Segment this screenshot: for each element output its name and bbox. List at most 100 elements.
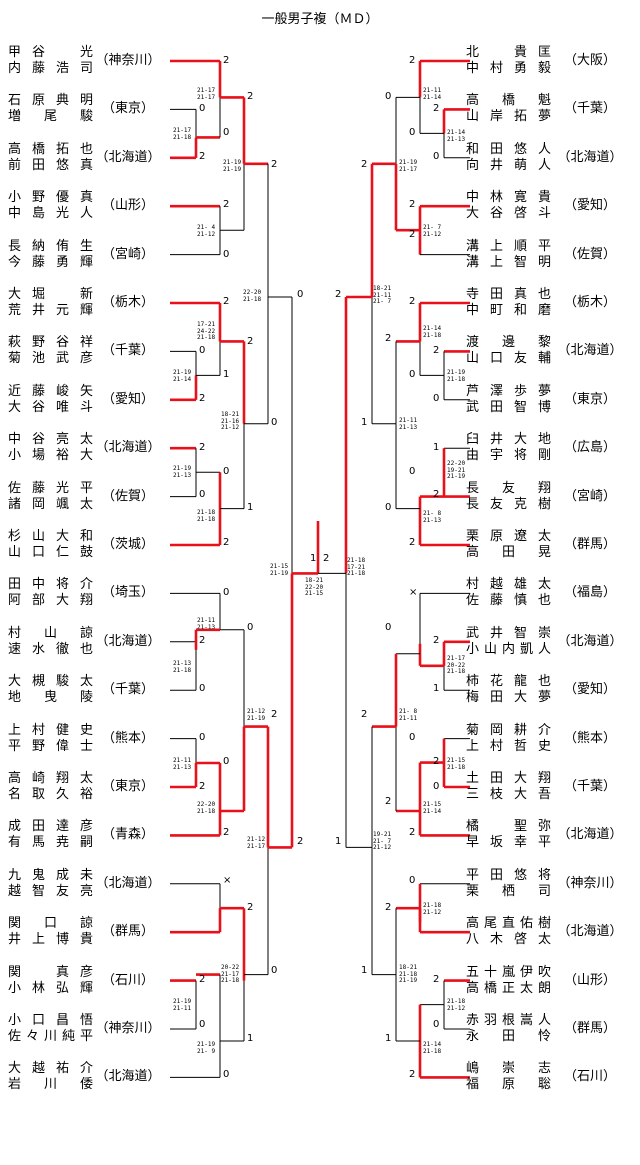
player-name: 杉山大和 <box>8 529 93 544</box>
left-pair: 石原典明増尾駿 <box>8 93 93 125</box>
match-score: 21-19 21-18 <box>447 369 466 383</box>
match-score: 21-11 21-13 <box>399 417 418 431</box>
player-name: 北 貴匡 <box>466 45 551 60</box>
left-pair: 関 真彦小林弘輝 <box>8 965 93 997</box>
player-name: 和田悠人 <box>466 141 551 157</box>
player-name: 高橋正太朗 <box>466 980 551 996</box>
player-name: 土田大翔 <box>466 771 551 786</box>
prefecture-label: （北海道） <box>95 440 161 456</box>
match-score: 17-21 24-22 21-18 <box>197 321 216 341</box>
match-score: 21-12 21-17 <box>247 836 266 850</box>
player-name: 中林寛貴 <box>466 190 551 206</box>
player-name: 諸岡颯太 <box>8 496 93 512</box>
game-count: 2 <box>385 333 392 344</box>
left-pair: 近藤峻矢大谷唯斗 <box>8 384 93 416</box>
player-name: 福原聡 <box>466 1077 551 1093</box>
game-count: 0 <box>409 369 416 380</box>
game-count: 2 <box>409 296 416 307</box>
player-name: 村山諒 <box>8 625 93 641</box>
player-name: 大堀 新 <box>8 287 93 302</box>
game-count: 1 <box>385 1033 392 1044</box>
game-count: 0 <box>223 756 230 767</box>
player-name: 井上博貴 <box>8 932 93 948</box>
prefecture-label: （神奈川） <box>95 53 161 68</box>
game-count: 2 <box>271 709 278 720</box>
game-count: 1 <box>361 417 368 428</box>
match-score: 21-18 21-12 <box>423 902 442 916</box>
match-score: 21-17 20-22 21-18 <box>447 655 466 675</box>
right-pair: 芦澤歩夢武田智博 <box>466 384 551 416</box>
player-name: 大谷啓斗 <box>466 206 551 222</box>
player-name: 小山内凱人 <box>466 641 551 657</box>
player-name: 由宇将剛 <box>466 448 551 464</box>
match-score: 18-21 21-18 21-19 <box>399 964 418 984</box>
prefecture-label: （大阪） <box>563 53 616 68</box>
game-count: 0 <box>199 732 206 743</box>
game-count: 2 <box>247 91 254 102</box>
player-name: 山岸拓夢 <box>466 109 551 125</box>
left-pair: 成田達彦有馬尭嗣 <box>8 819 93 851</box>
player-name: 九鬼成未 <box>8 867 93 883</box>
player-name: 高橋魁 <box>466 93 551 109</box>
game-count: 1 <box>247 502 254 513</box>
player-name: 長友克樹 <box>466 496 551 512</box>
match-score: 21-18 17-21 21-18 <box>347 557 366 577</box>
player-name: 高尾直佑樹 <box>466 916 551 932</box>
right-pair: 菊岡耕介上村哲史 <box>466 723 551 755</box>
player-name: 小野優真 <box>8 190 93 206</box>
game-count: 2 <box>433 489 440 500</box>
player-name: 増尾駿 <box>8 109 93 125</box>
game-count: 2 <box>323 553 330 564</box>
prefecture-label: （神奈川） <box>95 1021 161 1036</box>
player-name: 佐藤光平 <box>8 480 93 496</box>
match-score: 21- 8 21-13 <box>423 510 442 524</box>
prefecture-label: （宮崎） <box>563 488 616 504</box>
game-count: 2 <box>199 151 206 162</box>
game-count: 2 <box>223 55 230 66</box>
left-pair: 大堀 新荒井元輝 <box>8 287 93 319</box>
game-count: 0 <box>409 732 416 743</box>
game-count: 2 <box>199 393 206 404</box>
game-count: 2 <box>385 902 392 913</box>
game-count: 2 <box>247 902 254 913</box>
player-name: 五十嵐伊吹 <box>466 964 551 980</box>
game-count: 2 <box>433 103 440 114</box>
prefecture-label: （千葉） <box>101 343 154 359</box>
player-name: 前田悠真 <box>8 157 93 173</box>
player-name: 臼井大地 <box>466 432 551 448</box>
player-name: 平田悠将 <box>466 867 551 883</box>
player-name: 中村勇毅 <box>466 61 551 76</box>
prefecture-label: （北海道） <box>95 1069 161 1085</box>
prefecture-label: （佐賀） <box>101 488 154 504</box>
player-name: 小場裕大 <box>8 448 93 464</box>
prefecture-label: （愛知） <box>563 682 616 698</box>
player-name: 小口昌悟 <box>8 1013 93 1028</box>
right-pair: 村越雄太佐藤慎也 <box>466 577 551 609</box>
match-score: 21-13 21-18 <box>173 660 192 674</box>
right-pair: 中林寛貴大谷啓斗 <box>466 190 551 222</box>
prefecture-label: （北海道） <box>557 149 623 165</box>
right-pair: 高尾直佑樹八木啓太 <box>466 916 551 948</box>
left-pair: 関口諒井上博貴 <box>8 916 93 948</box>
prefecture-label: （群馬） <box>101 924 154 940</box>
prefecture-label: （埼玉） <box>101 585 154 601</box>
player-name: 関 真彦 <box>8 964 93 980</box>
right-pair: 溝上順平溝上智明 <box>466 239 551 271</box>
prefecture-label: （茨城） <box>101 537 154 552</box>
player-name: 田中将介 <box>8 577 93 593</box>
game-count: 2 <box>409 199 416 210</box>
player-name: 大槻駿太 <box>8 674 93 690</box>
game-count: 0 <box>271 417 278 428</box>
player-name: 高田晃 <box>466 545 551 560</box>
player-name: 中町和磨 <box>466 303 551 318</box>
game-count: 1 <box>433 683 440 694</box>
game-count: 2 <box>223 827 230 838</box>
left-pair: 小口昌悟佐々川純平 <box>8 1013 93 1045</box>
player-name: 長友翔 <box>466 480 551 496</box>
match-score: 21-15 21-19 <box>270 563 289 577</box>
prefecture-label: （愛知） <box>101 391 154 407</box>
player-name: 甲谷 光 <box>8 45 93 60</box>
game-count: 2 <box>223 199 230 210</box>
player-name: 荒井元輝 <box>8 303 93 318</box>
left-pair: 高橋拓也前田悠真 <box>8 142 93 174</box>
